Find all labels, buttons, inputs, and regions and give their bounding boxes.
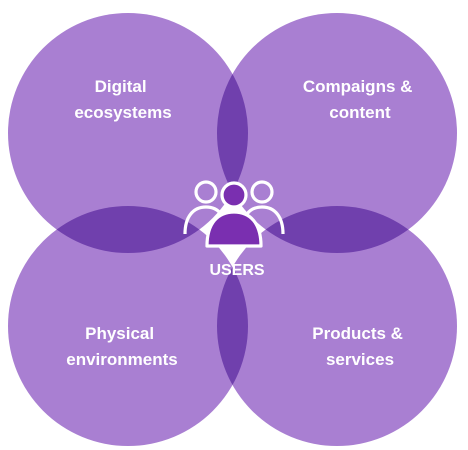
label-products-line2: services: [326, 350, 394, 369]
label-campaigns: Compaigns & content: [303, 77, 417, 122]
label-digital-line1: Digital: [95, 77, 147, 96]
label-digital: Digital ecosystems: [74, 77, 171, 122]
circles-layer: [8, 13, 457, 446]
circle-physical: [8, 206, 248, 446]
label-products-line1: Products &: [312, 324, 403, 343]
label-campaigns-line1: Compaigns &: [303, 77, 413, 96]
users-icon: [183, 180, 285, 248]
label-digital-line2: ecosystems: [74, 103, 171, 122]
circle-digital: [8, 13, 248, 253]
label-physical-line1: Physical: [85, 324, 154, 343]
label-campaigns-line2: content: [329, 103, 391, 122]
center-label: USERS: [209, 262, 264, 279]
label-physical: Physical environments: [66, 324, 177, 369]
label-products: Products & services: [312, 324, 407, 369]
circle-products: [217, 206, 457, 446]
label-physical-line2: environments: [66, 350, 177, 369]
circle-campaigns: [217, 13, 457, 253]
